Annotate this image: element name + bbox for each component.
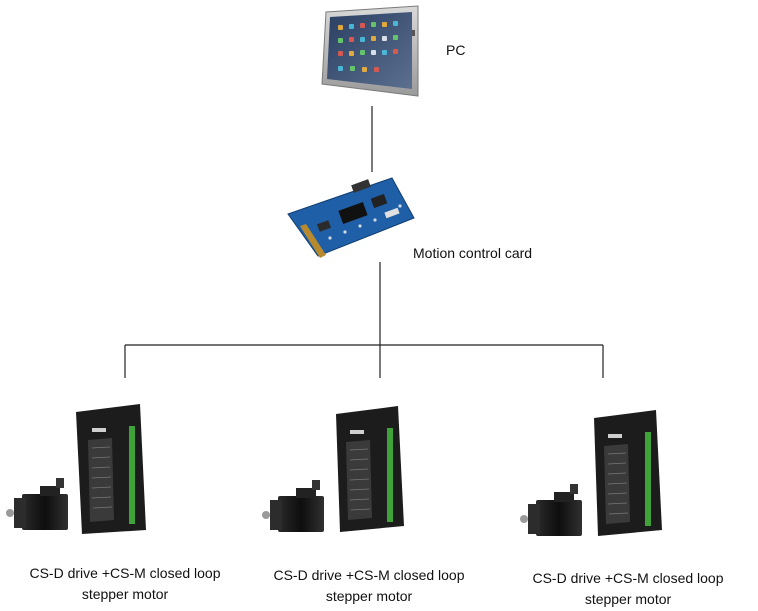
- stepper-motor-3: [520, 484, 582, 536]
- drive-motor-unit-1: [6, 404, 146, 534]
- drive-caption-1-line1: CS-D drive +CS-M closed loop: [29, 565, 221, 581]
- drive-body-3: [594, 410, 662, 536]
- drive-motor-unit-3: [520, 410, 662, 536]
- drive-body-1: [76, 404, 146, 534]
- motion-control-card-label: Motion control card: [413, 245, 533, 261]
- drive-caption-2-line2: stepper motor: [325, 588, 413, 604]
- pc-panel-image: [321, 5, 419, 97]
- drive-caption-2: CS-D drive +CS-M closed loop stepper mot…: [244, 565, 494, 607]
- drive-motor-unit-2: [262, 406, 404, 532]
- stepper-motor-1: [6, 478, 68, 530]
- drive-body-2: [336, 406, 404, 532]
- stepper-motor-2: [262, 480, 324, 532]
- drive-caption-1-line2: stepper motor: [81, 586, 169, 602]
- drive-caption-3-line2: stepper motor: [584, 591, 672, 607]
- pc-label: PC: [446, 42, 466, 58]
- drive-caption-3-line1: CS-D drive +CS-M closed loop: [532, 570, 724, 586]
- drive-caption-3: CS-D drive +CS-M closed loop stepper mot…: [503, 568, 753, 610]
- drive-caption-2-line1: CS-D drive +CS-M closed loop: [273, 567, 465, 583]
- motion-control-card-image: [287, 177, 415, 258]
- connector-lines: [124, 106, 604, 378]
- drive-caption-1: CS-D drive +CS-M closed loop stepper mot…: [0, 563, 250, 605]
